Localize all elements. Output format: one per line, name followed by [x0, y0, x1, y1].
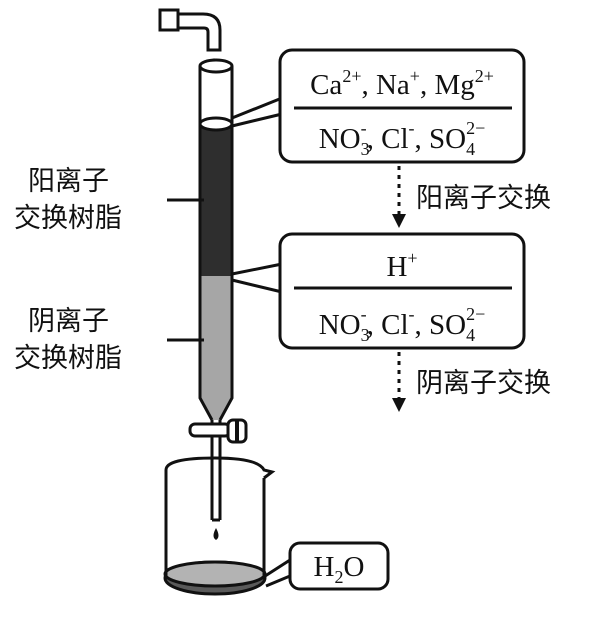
drop-icon-bottom	[213, 528, 219, 540]
water-h-symbol: H	[314, 551, 335, 583]
separator: ,	[361, 69, 376, 101]
flow-arrow-1	[392, 166, 406, 228]
anion-exchange-step-label: 阴离子交换	[416, 368, 551, 399]
ion-h-charge: +	[407, 248, 417, 268]
separator: ,	[415, 123, 430, 155]
flow-arrow-2	[392, 352, 406, 412]
ion-cl-symbol: Cl	[381, 123, 408, 155]
separator: ,	[415, 309, 430, 341]
middle-box-pointer	[231, 262, 283, 294]
separator: ,	[367, 309, 382, 341]
ion-na-charge: +	[410, 66, 420, 86]
bottom-box-pointer	[261, 558, 291, 588]
inlet-faucet	[158, 8, 222, 52]
top-box-cations: Ca2+, Na+, Mg2+	[310, 66, 494, 101]
ion-no3-charge: -	[361, 304, 367, 324]
ion-no3-symbol: NO	[319, 123, 361, 155]
ion-cl-charge: -	[409, 118, 415, 138]
separator: ,	[367, 123, 382, 155]
cation-resin-label-line2: 交换树脂	[14, 203, 122, 234]
stopcock	[188, 418, 248, 522]
middle-box-cations: H+	[386, 248, 417, 283]
ion-cl-charge: -	[409, 304, 415, 324]
ion-so4-sub: 4	[466, 139, 475, 159]
beaker	[163, 456, 276, 596]
separator: ,	[420, 69, 435, 101]
middle-ion-box	[278, 232, 526, 350]
ion-so4-charge: 2−	[466, 118, 485, 138]
liquid-surface	[198, 116, 234, 132]
ion-h-symbol: H	[386, 251, 407, 283]
ion-so4-sub: 4	[466, 325, 475, 345]
ion-mg-symbol: Mg	[434, 69, 474, 101]
cation-resin-layer	[200, 126, 232, 276]
ion-no3-sub: 3	[361, 139, 370, 159]
cation-exchange-step-label: 阳离子交换	[416, 183, 551, 214]
ion-so4-charge: 2−	[466, 304, 485, 324]
top-box-anions: NO3-, Cl-, SO42−	[319, 118, 486, 159]
ion-na-symbol: Na	[376, 69, 410, 101]
ion-no3-symbol: NO	[319, 309, 361, 341]
water-surface	[163, 560, 267, 588]
ion-ca-symbol: Ca	[310, 69, 342, 101]
middle-box-anions: NO3-, Cl-, SO42−	[319, 304, 486, 345]
ion-mg-charge: 2+	[475, 66, 494, 86]
water-sub: 2	[335, 567, 344, 587]
water-formula: H2O	[314, 551, 365, 587]
column	[198, 58, 234, 421]
water-box	[288, 541, 390, 591]
ion-ca-charge: 2+	[342, 66, 361, 86]
ion-no3-sub: 3	[361, 325, 370, 345]
ion-no3-charge: -	[361, 118, 367, 138]
water-o-symbol: O	[344, 551, 365, 583]
ion-cl-symbol: Cl	[381, 309, 408, 341]
anion-resin-label-line2: 交换树脂	[14, 343, 122, 374]
top-ion-box	[278, 48, 526, 164]
anion-resin-label-line1: 阴离子	[28, 306, 109, 337]
cation-resin-label-line1: 阳离子	[28, 166, 109, 197]
top-box-pointer	[231, 96, 283, 128]
ion-so4-symbol: SO	[429, 123, 466, 155]
anion-resin-layer	[200, 276, 232, 420]
ion-so4-symbol: SO	[429, 309, 466, 341]
